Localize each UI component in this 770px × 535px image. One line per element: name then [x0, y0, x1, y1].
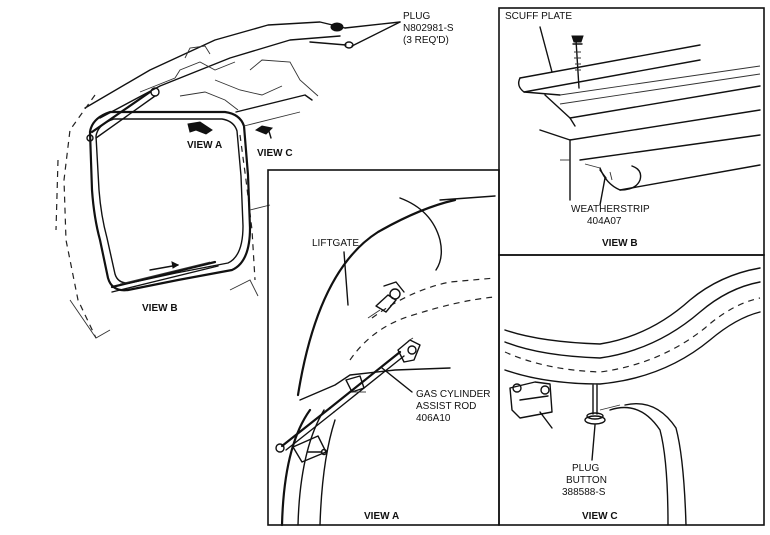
view-c-leader: [267, 127, 272, 139]
plug-callout: PLUG N802981-S (3 REQ'D): [344, 11, 454, 47]
view-a-panel: LIFTGATE GAS CYLINDER ASSIST ROD 406A10 …: [267, 169, 500, 527]
vehicle-rear-illustration: [55, 21, 354, 339]
view-a-caption: VIEW A: [364, 511, 399, 522]
liftgate-label: LIFTGATE: [312, 238, 359, 249]
view-c-panel: PLUG BUTTON 388588-S VIEW C: [498, 254, 765, 526]
view-c-pointer-label: VIEW C: [257, 148, 293, 159]
scuff-plate-label: SCUFF PLATE: [505, 11, 572, 22]
plug-button-label-line2: BUTTON: [566, 475, 607, 486]
view-a-marker: [187, 121, 213, 135]
gas-cylinder-label-line1: GAS CYLINDER: [416, 389, 490, 400]
view-b-panel: SCUFF PLATE WEATHERSTRIP 404A07 VIEW B: [498, 7, 765, 256]
plug-quantity: (3 REQ'D): [403, 35, 449, 46]
plug-button-label-line1: PLUG: [572, 463, 599, 474]
plug-label: PLUG: [403, 11, 430, 22]
view-b-pointer-label: VIEW B: [142, 303, 178, 314]
plug-icon: [309, 22, 354, 49]
weatherstrip-part-number: 404A07: [587, 216, 622, 227]
gas-cylinder-part-number: 406A10: [416, 413, 451, 424]
view-c-caption: VIEW C: [582, 511, 618, 522]
view-b-caption: VIEW B: [602, 238, 638, 249]
plug-part-number: N802981-S: [403, 23, 454, 34]
plug-button-part-number: 388588-S: [562, 487, 606, 498]
view-a-pointer-label: VIEW A: [187, 140, 222, 151]
weatherstrip-label: WEATHERSTRIP: [571, 204, 650, 215]
gas-cylinder-label-line2: ASSIST ROD: [416, 401, 476, 412]
